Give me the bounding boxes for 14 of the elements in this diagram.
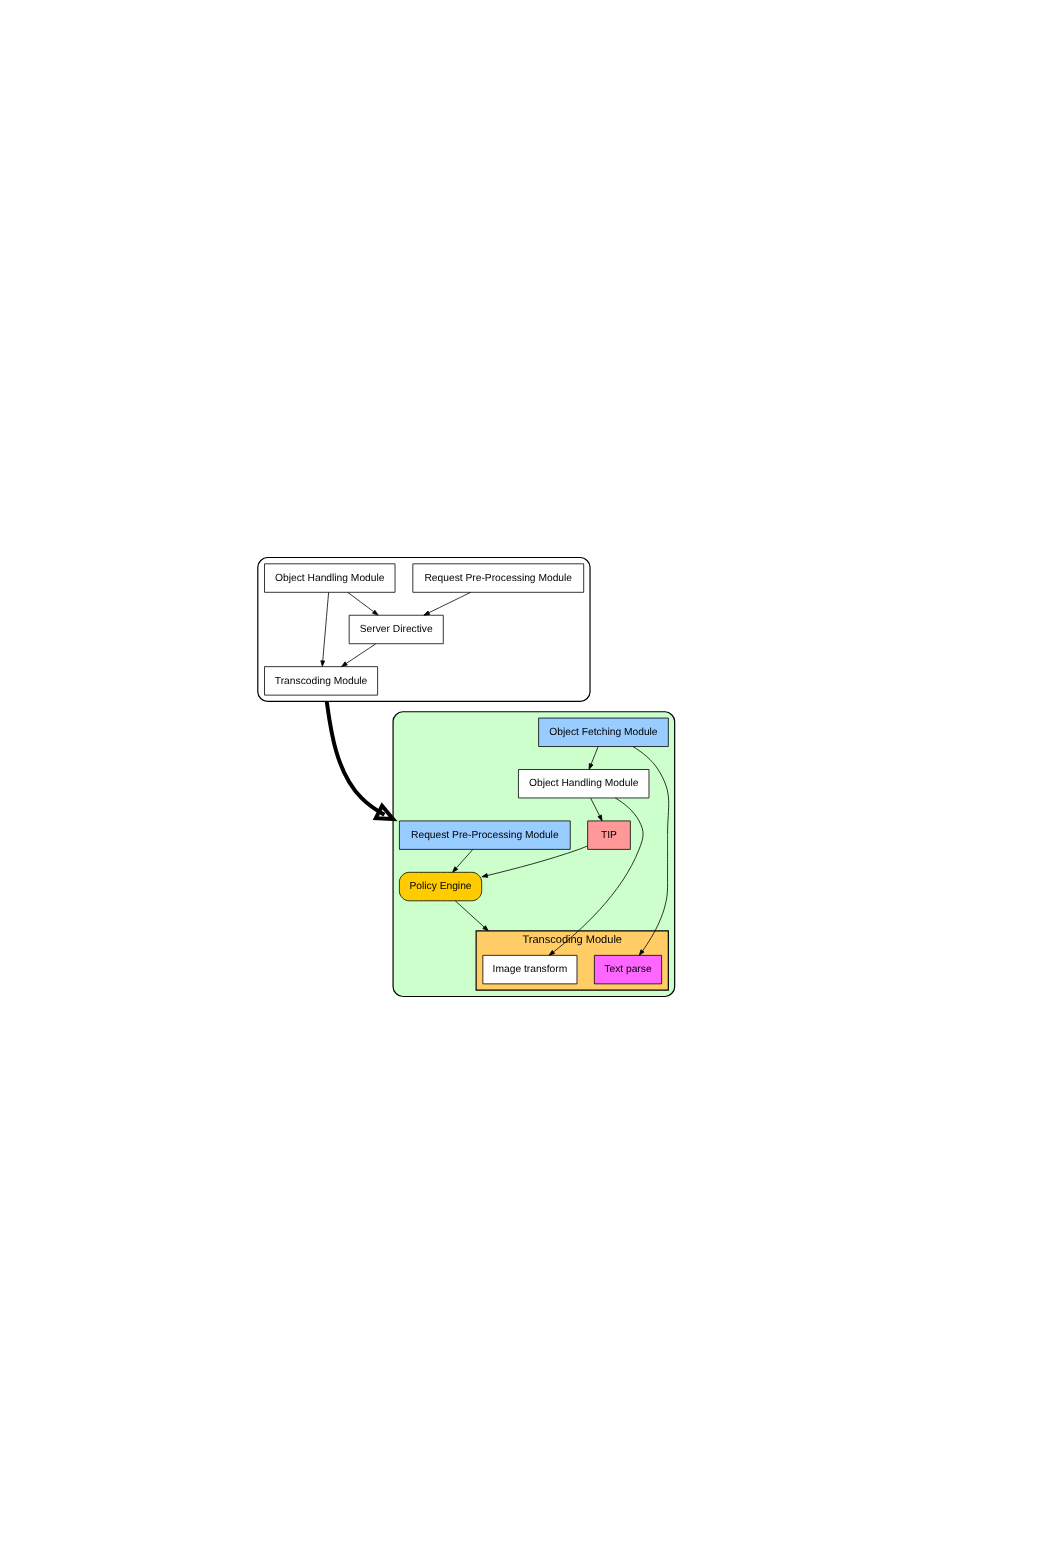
cluster: [257, 555, 591, 702]
arrow: [548, 796, 644, 955]
arrow: [454, 899, 489, 931]
arrow: [632, 745, 670, 955]
arrow: [452, 848, 474, 872]
arrow: [481, 844, 588, 877]
cluster: [392, 710, 676, 997]
arrow: [341, 642, 377, 666]
arrow: [324, 700, 398, 821]
arrow: [590, 796, 603, 821]
arrow: [320, 591, 329, 666]
arrow: [588, 745, 599, 769]
arrow: [423, 590, 472, 615]
arrow: [347, 591, 379, 615]
